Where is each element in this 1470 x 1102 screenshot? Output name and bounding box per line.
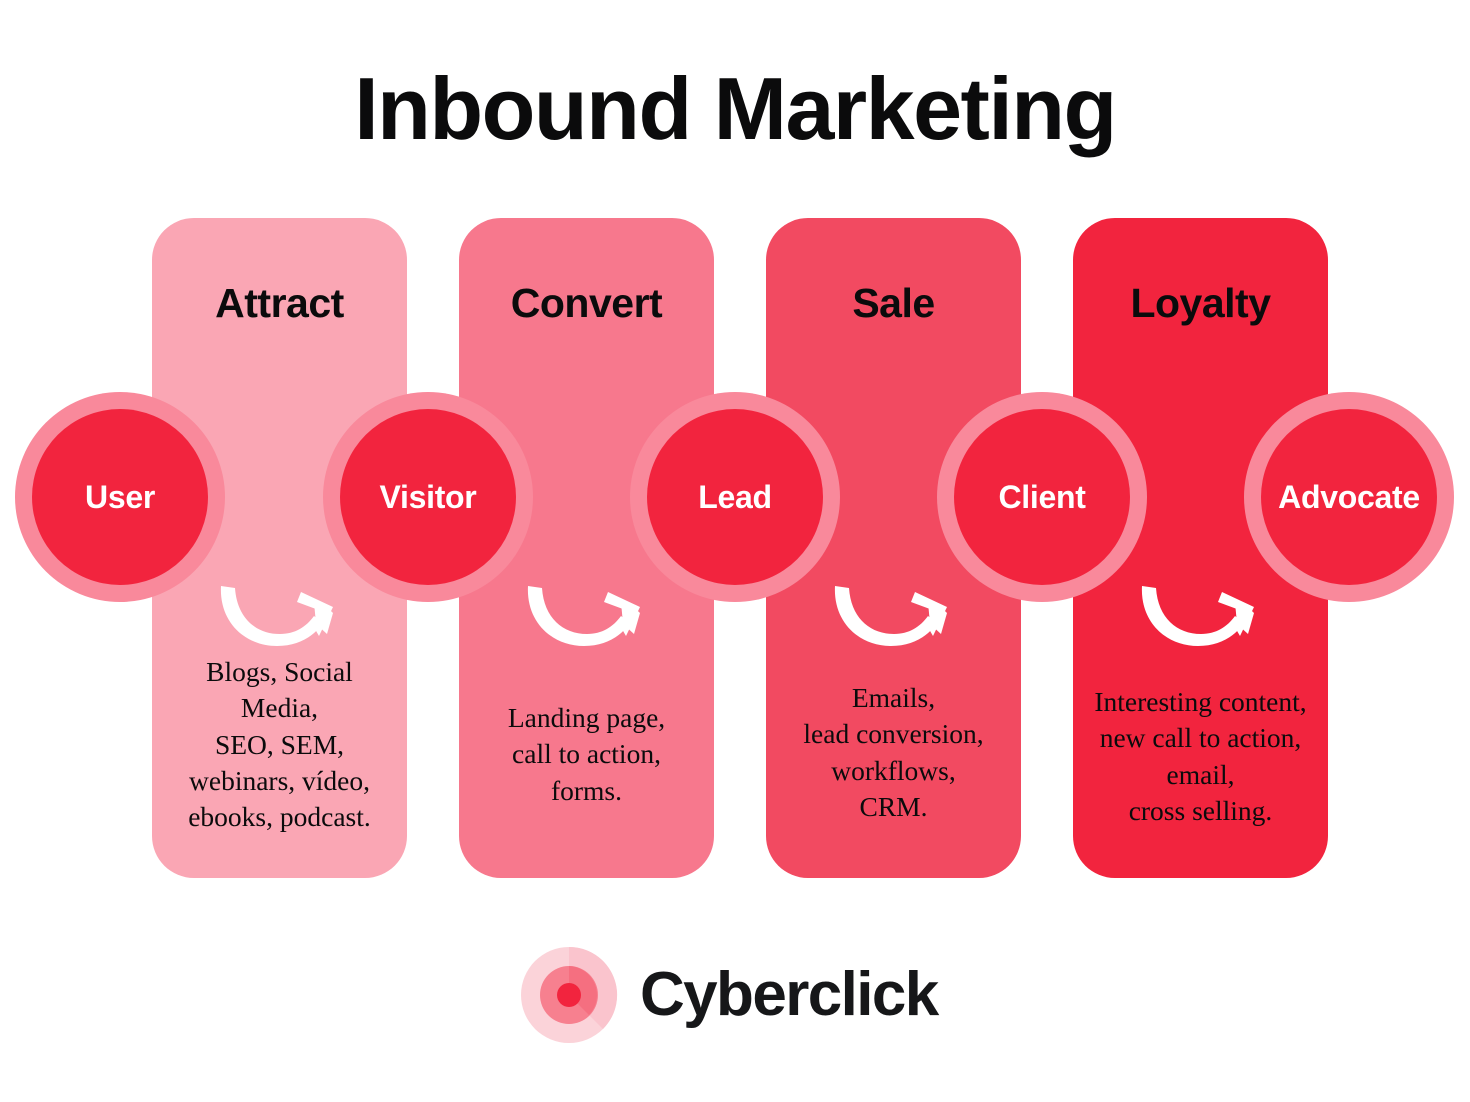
stage-description-loyalty: Interesting content, new call to action,… [1094, 686, 1307, 826]
node-circle-user: User [15, 392, 225, 602]
node-circle-visitor: Visitor [323, 392, 533, 602]
stage-label-convert: Convert [510, 280, 663, 326]
stage-description-attract: Blogs, Social Media, SEO, SEM, webinars,… [188, 656, 371, 833]
stage-label-loyalty: Loyalty [1130, 280, 1271, 326]
flow-arrow-3 [829, 578, 959, 654]
brand-name: Cyberclick [640, 960, 939, 1029]
node-circle-advocate: Advocate [1244, 392, 1454, 602]
node-label-visitor: Visitor [379, 478, 477, 515]
flow-arrow-2 [522, 578, 652, 654]
stage-description-sale: Emails, lead conversion, workflows, CRM. [803, 682, 984, 822]
node-core [32, 409, 208, 585]
node-core [340, 409, 516, 585]
node-label-lead: Lead [698, 478, 772, 515]
node-circle-lead: Lead [630, 392, 840, 602]
curved-arrow-right-icon [834, 586, 947, 646]
flow-arrow-4 [1136, 578, 1266, 654]
node-core [647, 409, 823, 585]
stage-label-attract: Attract [215, 280, 344, 326]
curved-arrow-right-icon [527, 586, 640, 646]
node-core [1261, 409, 1437, 585]
node-label-user: User [85, 478, 155, 515]
node-core [954, 409, 1130, 585]
node-label-advocate: Advocate [1278, 478, 1420, 515]
node-label-client: Client [998, 478, 1086, 515]
stage-label-sale: Sale [852, 280, 935, 326]
brand-logo: Cyberclick [520, 940, 950, 1050]
flow-arrow-1 [215, 578, 345, 654]
curved-arrow-right-icon [1141, 586, 1254, 646]
cyberclick-radar-icon [520, 946, 618, 1044]
stage-description-convert: Landing page, call to action, forms. [507, 702, 666, 806]
curved-arrow-right-icon [220, 586, 333, 646]
node-circle-client: Client [937, 392, 1147, 602]
page-title: Inbound Marketing [354, 59, 1117, 158]
